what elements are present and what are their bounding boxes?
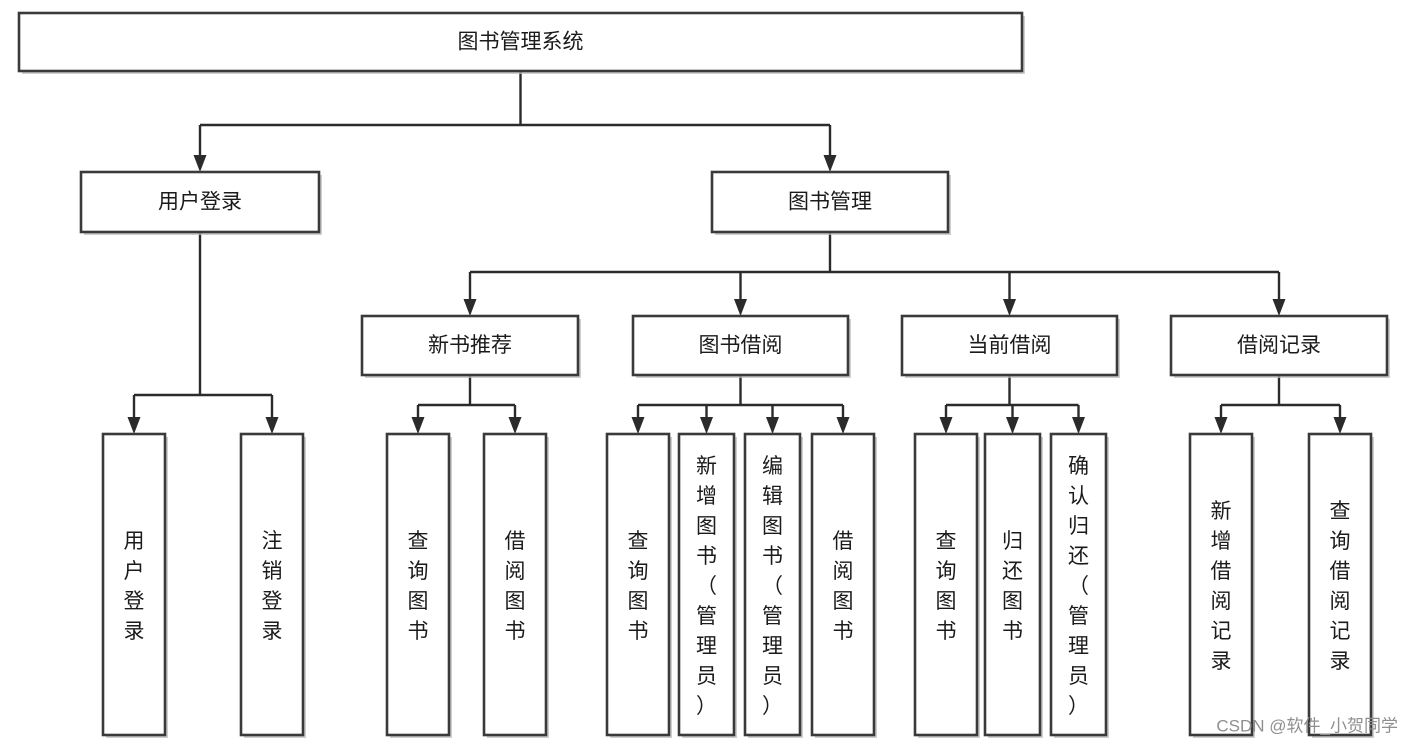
arrow-head-icon xyxy=(734,299,747,316)
node-box[interactable] xyxy=(913,432,979,737)
arrow-head-icon xyxy=(766,417,779,434)
node-book-borrow[interactable]: 图书借阅 xyxy=(631,314,851,378)
node-label: 借阅记录 xyxy=(1237,334,1321,357)
node-root[interactable]: 图书管理系统 xyxy=(17,11,1025,74)
arrow-head-icon xyxy=(836,417,850,434)
node-box[interactable] xyxy=(1169,314,1389,377)
node-label: 查询借阅记录 xyxy=(1330,500,1351,673)
arrow-head-icon xyxy=(508,417,522,434)
arrow-head-icon xyxy=(1272,299,1286,316)
arrow-head-icon xyxy=(265,417,279,434)
node-leaf-add-record[interactable]: 新增借阅记录 xyxy=(1188,432,1255,738)
node-label: 当前借阅 xyxy=(968,334,1052,357)
node-box[interactable] xyxy=(605,432,671,737)
arrow-head-icon xyxy=(411,417,425,434)
node-label: 确认归还（管理员） xyxy=(1068,455,1089,718)
node-box[interactable] xyxy=(239,432,305,737)
arrow-head-icon xyxy=(1333,417,1347,434)
arrow-head-icon xyxy=(1006,417,1019,434)
node-box[interactable] xyxy=(101,432,167,737)
node-new-book-recommend[interactable]: 新书推荐 xyxy=(360,314,581,378)
node-label: 用户登录 xyxy=(124,530,145,643)
node-leaf-user-login[interactable]: 用户登录 xyxy=(101,432,168,738)
node-leaf-edit-book[interactable]: 编辑图书（管理员） xyxy=(743,432,803,738)
node-label: 新书推荐 xyxy=(428,334,512,357)
node-box[interactable] xyxy=(385,432,451,737)
node-user-login[interactable]: 用户登录 xyxy=(79,170,322,235)
arrow-head-icon xyxy=(127,417,141,434)
node-label: 归还图书 xyxy=(1002,530,1023,643)
node-current-borrow[interactable]: 当前借阅 xyxy=(900,314,1120,378)
csdn-watermark: CSDN @软件_小贺同学 xyxy=(1216,716,1398,735)
node-box[interactable] xyxy=(900,314,1119,377)
node-leaf-query-book-2[interactable]: 查询图书 xyxy=(605,432,672,738)
node-box[interactable] xyxy=(1307,432,1373,737)
node-label: 图书借阅 xyxy=(699,334,783,357)
node-leaf-confirm-return[interactable]: 确认归还（管理员） xyxy=(1049,432,1109,738)
node-label: 借阅图书 xyxy=(833,530,854,643)
node-label: 图书管理系统 xyxy=(458,31,584,54)
arrow-head-icon xyxy=(939,417,953,434)
node-label: 查询图书 xyxy=(936,530,957,643)
arrow-head-icon xyxy=(631,417,645,434)
node-label: 编辑图书（管理员） xyxy=(762,455,783,718)
node-label: 图书管理 xyxy=(788,191,872,214)
arrow-head-icon xyxy=(823,155,837,172)
node-leaf-add-book[interactable]: 新增图书（管理员） xyxy=(677,432,737,738)
node-leaf-borrow-book-1[interactable]: 借阅图书 xyxy=(482,432,549,738)
arrow-head-icon xyxy=(700,417,713,434)
node-leaf-user-logout[interactable]: 注销登录 xyxy=(239,432,306,738)
node-leaf-return-book[interactable]: 归还图书 xyxy=(983,432,1043,738)
node-box[interactable] xyxy=(631,314,850,377)
arrow-head-icon xyxy=(1214,417,1228,434)
node-leaf-query-record[interactable]: 查询借阅记录 xyxy=(1307,432,1374,738)
arrow-head-icon xyxy=(1003,299,1016,316)
node-label: 查询图书 xyxy=(628,530,649,643)
node-layer: 图书管理系统用户登录图书管理新书推荐图书借阅当前借阅借阅记录用户登录注销登录查询… xyxy=(17,11,1390,738)
node-label: 新增借阅记录 xyxy=(1211,500,1232,673)
node-borrow-record[interactable]: 借阅记录 xyxy=(1169,314,1390,378)
node-box[interactable] xyxy=(810,432,876,737)
node-box[interactable] xyxy=(360,314,580,377)
node-box[interactable] xyxy=(743,432,802,737)
connector-layer xyxy=(127,71,1347,434)
node-leaf-query-book-1[interactable]: 查询图书 xyxy=(385,432,452,738)
node-label: 注销登录 xyxy=(262,530,283,643)
node-label: 查询图书 xyxy=(408,530,429,643)
node-label: 借阅图书 xyxy=(505,530,526,643)
node-box[interactable] xyxy=(79,170,321,234)
node-box[interactable] xyxy=(983,432,1042,737)
arrow-head-icon xyxy=(463,299,477,316)
node-leaf-borrow-book-2[interactable]: 借阅图书 xyxy=(810,432,877,738)
node-label: 用户登录 xyxy=(158,191,242,214)
node-box[interactable] xyxy=(710,170,950,234)
node-leaf-query-book-3[interactable]: 查询图书 xyxy=(913,432,980,738)
node-box[interactable] xyxy=(1049,432,1108,737)
node-box[interactable] xyxy=(482,432,548,737)
arrow-head-icon xyxy=(193,155,207,172)
node-box[interactable] xyxy=(1188,432,1254,737)
arrow-head-icon xyxy=(1072,417,1085,434)
node-box[interactable] xyxy=(677,432,736,737)
node-box[interactable] xyxy=(17,11,1024,73)
node-book-manage[interactable]: 图书管理 xyxy=(710,170,951,235)
node-label: 新增图书（管理员） xyxy=(696,455,717,718)
